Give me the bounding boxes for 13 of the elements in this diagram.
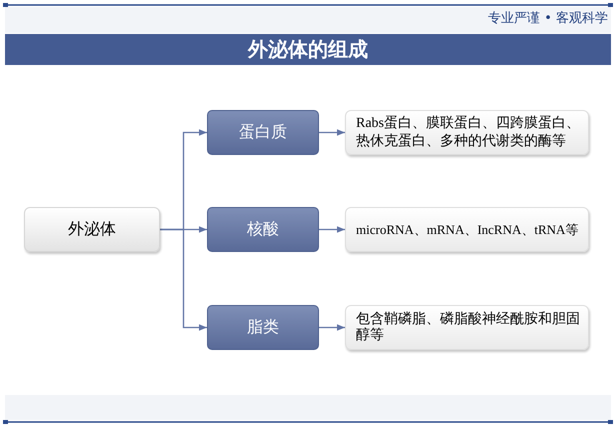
category-box: 核酸	[207, 207, 319, 252]
slogan-text: 专业严谨 • 客观科学	[488, 11, 608, 27]
detail-box: microRNA、mRNA、IncRNA、tRNA等	[345, 207, 589, 252]
arrow	[319, 226, 345, 233]
detail-box: 包含鞘磷脂、磷脂酸神经酰胺和胆固醇等	[345, 305, 589, 350]
detail-box: Rabs蛋白、膜联蛋白、四跨膜蛋白、热休克蛋白、多种的代谢类的酶等	[345, 110, 589, 155]
arrow	[160, 228, 207, 331]
arrow	[319, 129, 345, 136]
root-box: 外泌体	[24, 207, 160, 252]
arrow	[319, 324, 345, 331]
category-box: 脂类	[207, 305, 319, 350]
category-box: 蛋白质	[207, 110, 319, 155]
title-banner: 外泌体的组成	[5, 34, 611, 65]
